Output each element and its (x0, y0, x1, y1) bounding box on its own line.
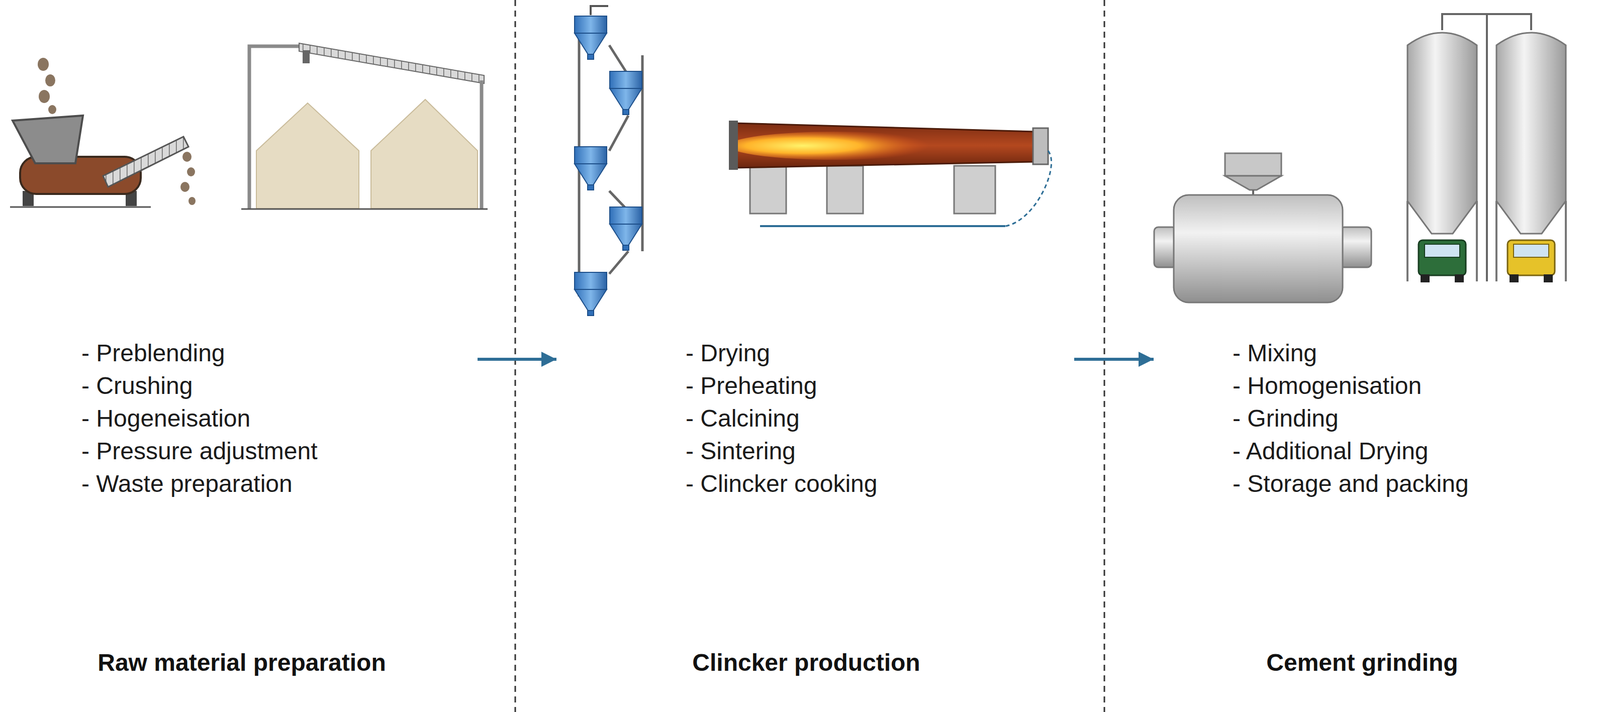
rotary-kiln-illustration (728, 120, 738, 170)
preheater-tower-illustration (574, 272, 607, 316)
crusher-illustration (12, 115, 83, 164)
preheater-tower-illustration (590, 6, 609, 16)
rotary-kiln-illustration (954, 165, 996, 214)
preheater-tower-illustration (609, 251, 629, 274)
stage-heading: Raw material preparation (97, 648, 387, 678)
process-stage: - Preblending- Crushing- Hogeneisation- … (20, 321, 478, 704)
step-item: - Clincker cooking (685, 469, 878, 499)
separator-line (515, 0, 1105, 712)
storage-hall-illustration (480, 80, 484, 209)
crusher-illustration (37, 57, 49, 71)
truck-icon (1418, 240, 1466, 276)
process-stage: - Mixing- Homogenisation- Grinding- Addi… (1153, 321, 1581, 704)
truck-icon (1454, 274, 1464, 283)
process-stage: - Drying- Preheating- Calcining- Sinteri… (556, 321, 1075, 704)
preheater-tower-illustration (609, 115, 629, 151)
cement-silo-illustration (1496, 32, 1566, 234)
preheater-tower-illustration (609, 207, 642, 251)
cement-silo-illustration (1564, 201, 1567, 282)
ball-mill-illustration (1173, 195, 1343, 303)
preheater-tower-illustration (574, 146, 607, 191)
stage-heading: Cement grinding (1266, 648, 1458, 678)
crusher-illustration (48, 105, 57, 115)
step-item: - Preblending (81, 338, 226, 368)
ball-mill-illustration (1154, 227, 1177, 268)
cement-silo-illustration (1406, 201, 1409, 282)
truck-icon (1507, 240, 1555, 276)
cement-silo-illustration (1485, 14, 1488, 282)
separator-line (1103, 0, 1106, 712)
truck-icon (1543, 274, 1553, 283)
truck-icon (1418, 240, 1555, 283)
step-item: - Preheating (685, 371, 818, 401)
rotary-kiln-illustration (826, 165, 864, 214)
flow-arrow (1074, 357, 1154, 361)
cement-silo-illustration (1407, 32, 1477, 234)
crusher-illustration (103, 136, 189, 187)
flow-arrow (477, 357, 557, 361)
crusher-illustration (186, 167, 196, 177)
ball-mill-illustration (1225, 153, 1282, 176)
storage-hall-illustration (241, 43, 488, 210)
storage-hall-illustration (370, 99, 478, 209)
ball-mill-illustration (1225, 175, 1282, 191)
rotary-kiln-illustration (749, 165, 787, 214)
step-item: - Storage and packing (1232, 469, 1469, 499)
crusher-illustration (10, 57, 196, 208)
truck-icon (1420, 274, 1430, 283)
step-item: - Homogenisation (1232, 371, 1422, 401)
stage-heading: Clincker production (692, 648, 920, 678)
rotary-kiln-illustration (728, 131, 940, 160)
crusher-illustration (45, 74, 56, 87)
storage-hall-illustration (249, 46, 300, 209)
crusher-illustration (180, 181, 190, 193)
truck-icon (1513, 244, 1549, 258)
preheater-tower-illustration (574, 16, 607, 60)
rotary-kiln-illustration (728, 120, 1052, 227)
storage-hall-illustration (241, 208, 488, 211)
crusher-illustration (188, 197, 196, 206)
storage-hall-illustration (256, 103, 359, 209)
step-item: - Hogeneisation (81, 404, 251, 434)
step-item: - Grinding (1232, 404, 1339, 434)
crusher-illustration (182, 151, 192, 162)
cement-silo-illustration (1407, 14, 1566, 282)
preheater-tower-illustration (609, 71, 642, 115)
step-item: - Pressure adjustment (81, 436, 318, 466)
step-item: - Additional Drying (1232, 436, 1429, 466)
step-item: - Calcining (685, 404, 800, 434)
step-item: - Drying (685, 338, 771, 368)
cement-silo-illustration (1495, 201, 1498, 282)
step-item: - Mixing (1232, 338, 1317, 368)
truck-icon (1509, 274, 1519, 283)
rotary-kiln-illustration (1032, 128, 1049, 165)
step-item: - Sintering (685, 436, 796, 466)
rotary-kiln-illustration (760, 225, 1006, 228)
step-item: - Crushing (81, 371, 193, 401)
rotary-kiln-illustration (1005, 150, 1052, 227)
ball-mill-illustration (1154, 153, 1372, 303)
ball-mill-illustration (1340, 227, 1372, 268)
cement-silo-illustration (1475, 201, 1478, 282)
preheater-tower-illustration (574, 6, 643, 316)
step-item: - Waste preparation (81, 469, 293, 499)
storage-hall-illustration (299, 43, 485, 84)
storage-hall-illustration (302, 50, 310, 64)
crusher-illustration (38, 89, 50, 104)
crusher-illustration (10, 206, 151, 209)
truck-icon (1424, 244, 1460, 258)
separator-line (514, 0, 517, 712)
